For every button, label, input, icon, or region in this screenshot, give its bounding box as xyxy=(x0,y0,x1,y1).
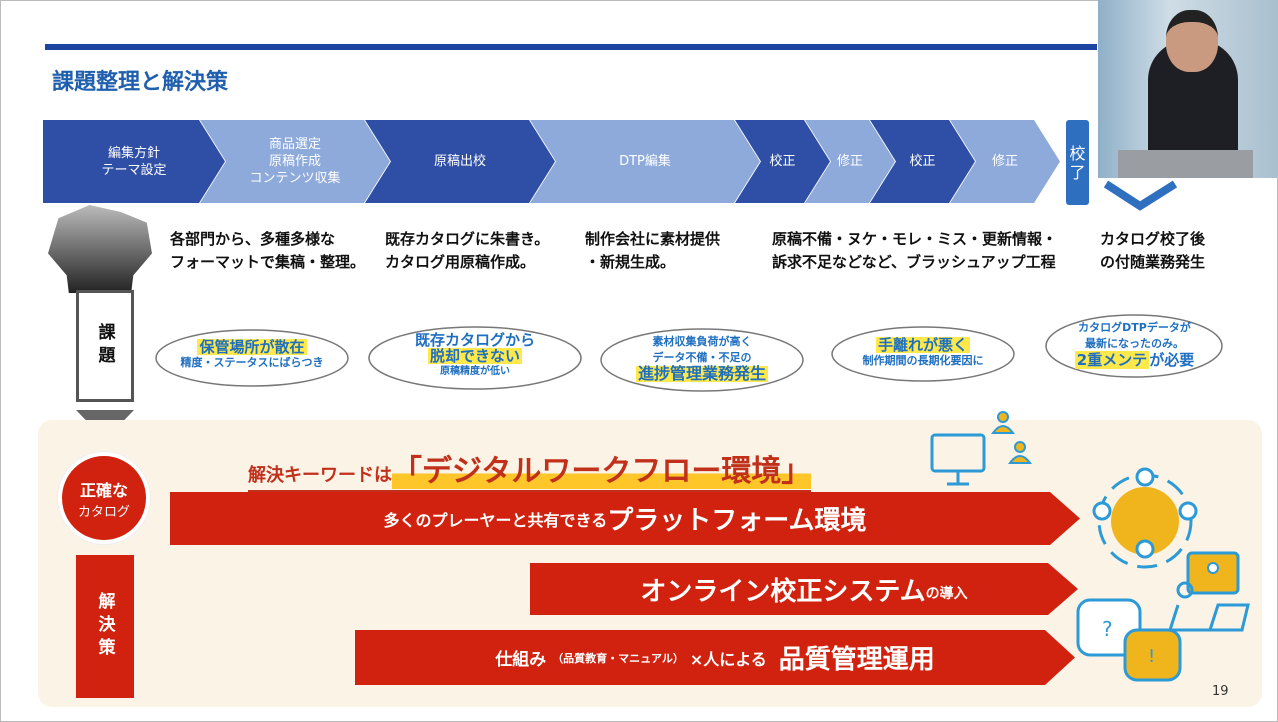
process-step: DTP編集 xyxy=(530,120,760,203)
goal-badge: 正確なカタログ xyxy=(58,452,150,544)
thought-cloud: 手離れが悪く制作期間の長期化要因に xyxy=(828,322,1018,384)
page-number: 19 xyxy=(1212,684,1229,699)
cloud-top2: データ不備・不足の xyxy=(652,351,752,364)
goal-line2: カタログ xyxy=(77,504,130,520)
cloud-sub: 原稿精度が低い xyxy=(440,366,510,377)
goal-line1: 正確な xyxy=(79,480,128,500)
solution-part: ×人による xyxy=(689,649,767,669)
keyword-prefix: 解決キーワードは xyxy=(248,465,392,486)
keyword-headline: 解決キーワードは「デジタルワークフロー環境」 xyxy=(248,446,812,492)
solution-label: 解決策 xyxy=(76,555,134,698)
cloud-top: 既存カタログから xyxy=(414,331,535,349)
cloud-sub: 制作期間の長期化要因に xyxy=(862,354,984,367)
step-description: 制作会社に素材提供 ・新規生成。 xyxy=(585,230,721,271)
online-support-icon: ? ! xyxy=(1076,551,1250,682)
step-description: 既存カタログに朱書き。 カタログ用原稿作成。 xyxy=(385,230,550,271)
solution-part: （品質教育・マニュアル） xyxy=(552,651,684,665)
process-step: 編集方針 テーマ設定 xyxy=(43,120,225,203)
cloud-main-rest: が必要 xyxy=(1149,351,1195,369)
solution-large: オンライン校正システム xyxy=(640,576,926,607)
final-step-badge: 校了 xyxy=(1066,120,1089,205)
slide-title: 課題整理と解決策 xyxy=(52,70,229,95)
chevron-down-icon xyxy=(1103,180,1178,211)
solution-large: プラットフォーム環境 xyxy=(607,506,867,536)
process-step: 商品選定 原稿作成 コンテンツ収集 xyxy=(200,120,390,203)
step-description: カタログ校了後 の付随業務発生 xyxy=(1100,230,1206,271)
laptop xyxy=(1118,150,1253,178)
cloud-top: 素材収集負荷が高く xyxy=(652,335,752,348)
thought-cloud: 素材収集負荷が高くデータ不備・不足の進捗管理業務発生 xyxy=(597,322,807,394)
title-rule xyxy=(45,44,1097,50)
svg-text:!: ! xyxy=(1148,646,1155,667)
cloud-main: 進捗管理業務発生 xyxy=(635,364,768,383)
solution-part: 仕組み xyxy=(495,650,547,670)
keyword-text: 「デジタルワークフロー環境」 xyxy=(392,454,812,489)
cloud-top: カタログDTPデータが xyxy=(1078,321,1191,334)
issue-label: 課題 xyxy=(76,290,134,402)
step-description: 各部門から、多種多様な フォーマットで集稿・整理。 xyxy=(170,230,366,271)
thought-cloud: 保管場所が散在精度・ステータスにばらつき xyxy=(152,320,352,390)
cloud-main: 手離れが悪く xyxy=(875,336,970,354)
cloud-main: 2重メンテ xyxy=(1074,351,1150,369)
solution-small: の導入 xyxy=(925,586,968,602)
cloud-main: 保管場所が散在 xyxy=(197,338,307,356)
thought-cloud: カタログDTPデータが最新になったのみ。2重メンテが必要 xyxy=(1042,308,1227,380)
thought-cloud: 既存カタログから脱却できない原稿精度が低い xyxy=(365,320,585,392)
presenter-video xyxy=(1098,0,1278,178)
solution-arrow: 多くのプレーヤーと共有できるプラットフォーム環境 xyxy=(170,492,1080,545)
svg-text:?: ? xyxy=(1102,617,1113,641)
presenter-head xyxy=(1166,10,1218,72)
solution-large: 品質管理運用 xyxy=(778,645,935,675)
cloud-sub: 精度・ステータスにばらつき xyxy=(180,356,324,369)
step-description: 原稿不備・ヌケ・モレ・ミス・更新情報・ 訴求不足などなど、ブラッシュアップ工程 xyxy=(772,230,1058,271)
monitor-users-icon xyxy=(930,411,1032,486)
solution-arrow: オンライン校正システムの導入 xyxy=(530,563,1078,615)
solution-small: 多くのプレーヤーと共有できる xyxy=(383,510,608,530)
cloud-main: 脱却できない xyxy=(427,347,522,365)
team-network-icon xyxy=(1092,467,1198,569)
process-step: 原稿出校 xyxy=(365,120,555,203)
solution-arrow: 仕組み （品質教育・マニュアル） ×人による品質管理運用 xyxy=(355,630,1075,685)
cloud-top2: 最新になったのみ。 xyxy=(1085,337,1184,350)
